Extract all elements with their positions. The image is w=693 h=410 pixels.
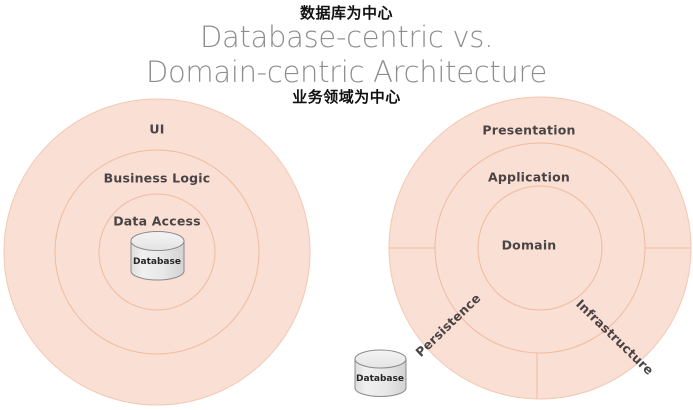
- page-title-line-1: Database-centric vs.: [199, 20, 493, 54]
- cylinder-label-left: Database: [133, 257, 181, 267]
- database-cylinder-left[interactable]: [130, 231, 185, 281]
- annotation-domain-centric-cn: 业务领域为中心: [292, 88, 401, 106]
- cylinder-top: [354, 349, 407, 369]
- ring-label-data-access: Data Access: [113, 213, 201, 229]
- cylinder-top: [130, 231, 185, 251]
- ring-label-presentation: Presentation: [482, 122, 576, 138]
- ring-domain[interactable]: [477, 185, 603, 311]
- database-cylinder-bottom[interactable]: [354, 349, 407, 397]
- cylinder-label-bottom: Database: [356, 374, 404, 384]
- cylinder-body: [354, 358, 407, 397]
- ring-label-domain: Domain: [501, 237, 557, 253]
- ring-label-ui: UI: [149, 121, 165, 137]
- ring-label-business-logic: Business Logic: [103, 170, 211, 186]
- ring-label-application: Application: [488, 169, 570, 185]
- page-title-line-2: Domain-centric Architecture: [145, 55, 548, 90]
- annotation-database-centric-cn: 数据库为中心: [299, 4, 393, 22]
- cylinder-body: [130, 240, 185, 281]
- page-title: Database-centric vs. Domain-centric Arch…: [0, 20, 693, 91]
- domain-centric-diagram: [388, 96, 692, 400]
